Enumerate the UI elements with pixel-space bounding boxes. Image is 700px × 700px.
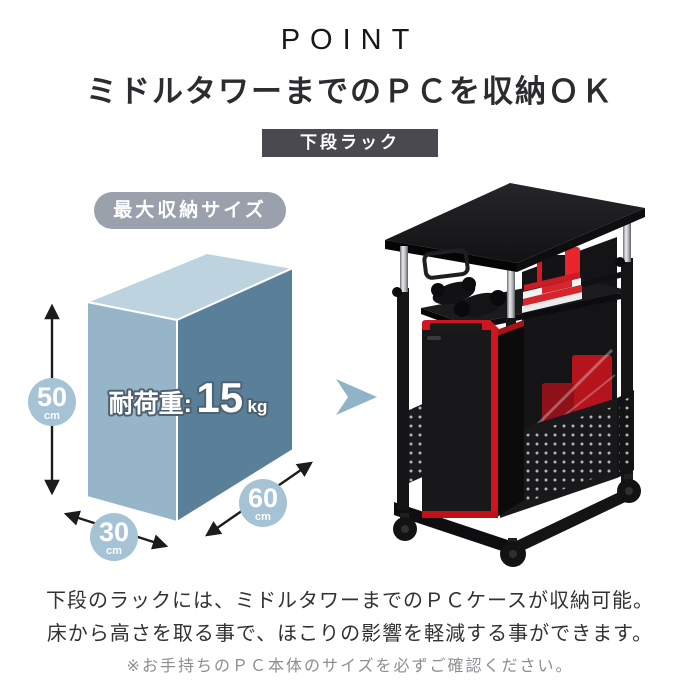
description-line-2: 床から高さを取る事で、ほこりの影響を軽減する事ができます。	[46, 623, 654, 645]
svg-text:cm: cm	[106, 545, 122, 557]
game-controllers	[431, 277, 506, 318]
left-pole	[392, 246, 409, 510]
point-logo: POINT	[280, 24, 420, 56]
height-dimension-circle: 50 cm	[28, 378, 76, 426]
product-photo	[385, 183, 645, 567]
disclaimer-note: ※お手持ちのＰＣ本体のサイズを必ずご確認ください。	[126, 658, 574, 675]
description-line-1: 下段のラックには、ミドルタワーまでのＰＣケースが収納可能。	[46, 590, 654, 612]
depth-dimension-circle: 60 cm	[239, 479, 287, 527]
cable-holder	[422, 248, 470, 280]
game-case-stack	[522, 272, 582, 313]
pc-tower	[422, 320, 524, 518]
svg-text:60: 60	[248, 483, 278, 513]
caster-wheels	[393, 474, 641, 567]
svg-text:30: 30	[99, 517, 129, 547]
max-storage-size-badge: 最大収納サイズ	[94, 192, 286, 229]
description-text: 下段のラックには、ミドルタワーまでのＰＣケースが収納可能。 床から高さを取る事で…	[0, 585, 700, 651]
width-dimension-circle: 30 cm	[90, 513, 138, 561]
storage-box	[86, 252, 294, 523]
svg-text:cm: cm	[44, 410, 60, 422]
dimension-box-illustration: 耐荷重: 15 kg 50 cm 30 cm 60 cm	[28, 252, 313, 561]
box-right-face	[176, 267, 294, 523]
section-badge-lower-rack: 下段ラック	[262, 129, 438, 157]
page-title: ミドルタワーまでのＰＣを収納ＯＫ	[86, 74, 614, 109]
right-arrow-icon	[336, 379, 377, 415]
tabletop	[385, 183, 645, 272]
svg-text:50: 50	[37, 382, 67, 412]
svg-text:cm: cm	[255, 511, 271, 523]
front-perforated-panel	[500, 390, 634, 518]
load-capacity-label: 耐荷重: 15 kg	[109, 374, 268, 421]
